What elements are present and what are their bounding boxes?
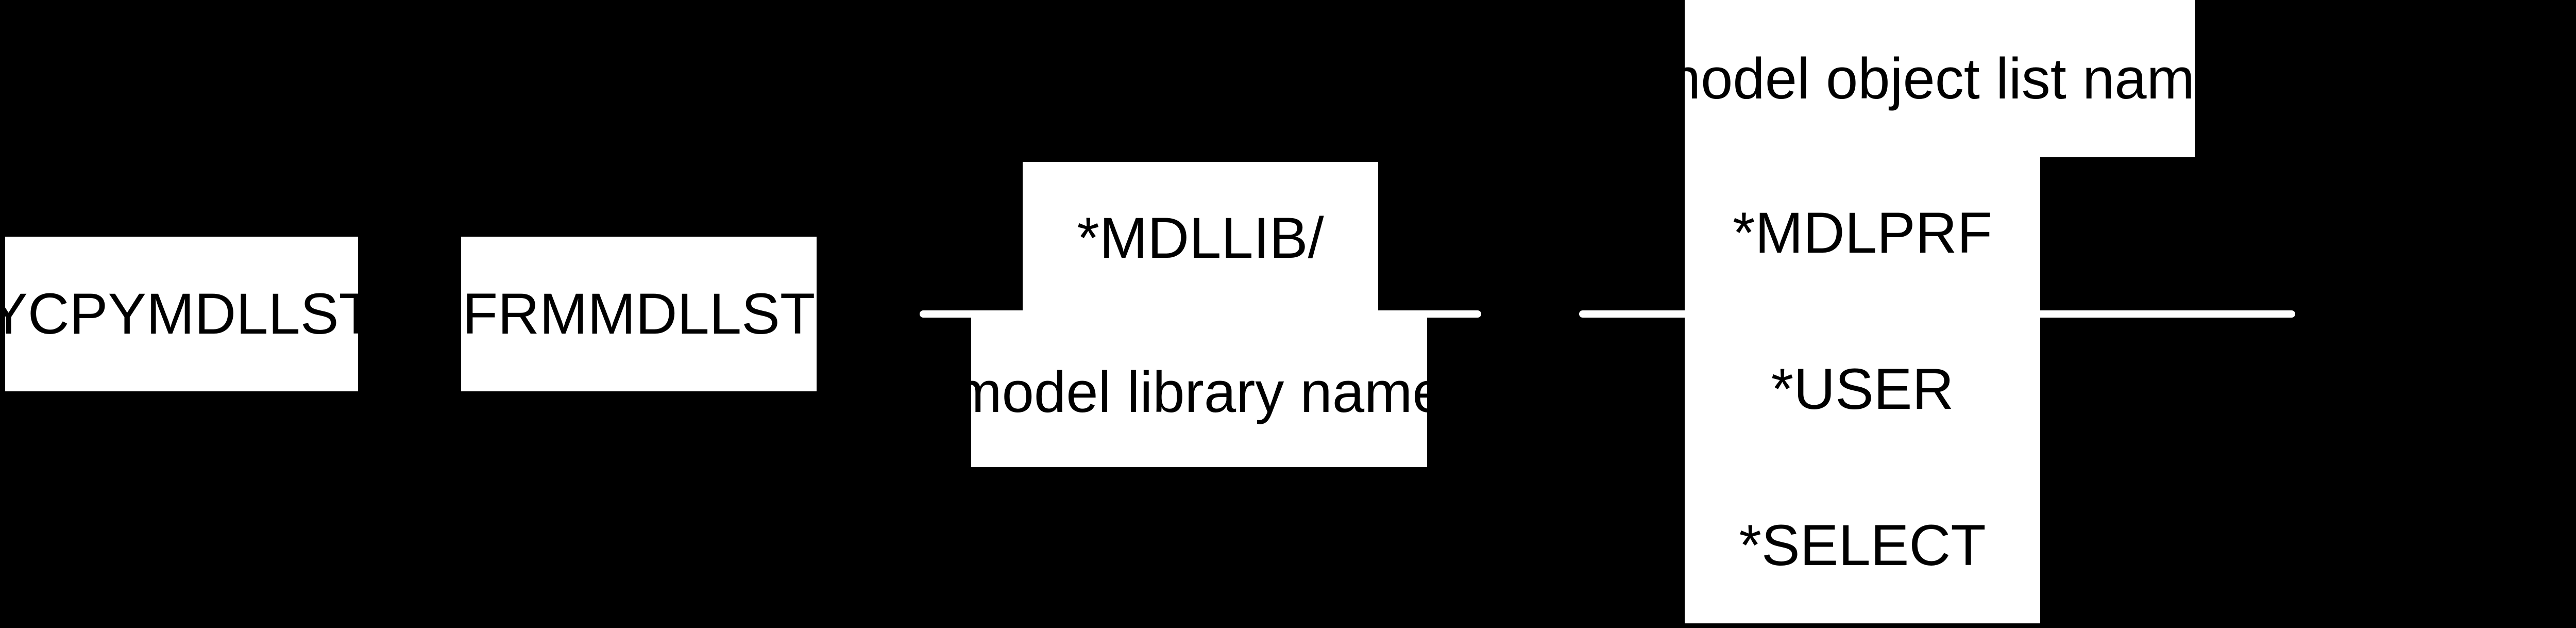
list-option-mdlprf: *MDLPRF [1732,200,1993,265]
library-alternative: model library name [954,360,1445,424]
list-option-name: model object list name [1652,46,2227,111]
command-box: YCPYMDLLST [0,237,374,391]
library-default: *MDLLIB/ [1077,205,1324,270]
library-alternative-box: model library name [954,318,1445,467]
list-option-user: *USER [1771,356,1954,421]
keyword-box: FRMMDLLST [461,237,817,391]
command-name: YCPYMDLLST [0,282,374,346]
library-default-box: *MDLLIB/ [1023,162,1378,314]
list-options-box: *MDLPRF *USER *SELECT [1685,155,2040,623]
list-name-box: model object list name [1653,0,2227,157]
list-option-select: *SELECT [1739,513,1986,577]
keyword-name: FRMMDLLST [462,282,816,346]
